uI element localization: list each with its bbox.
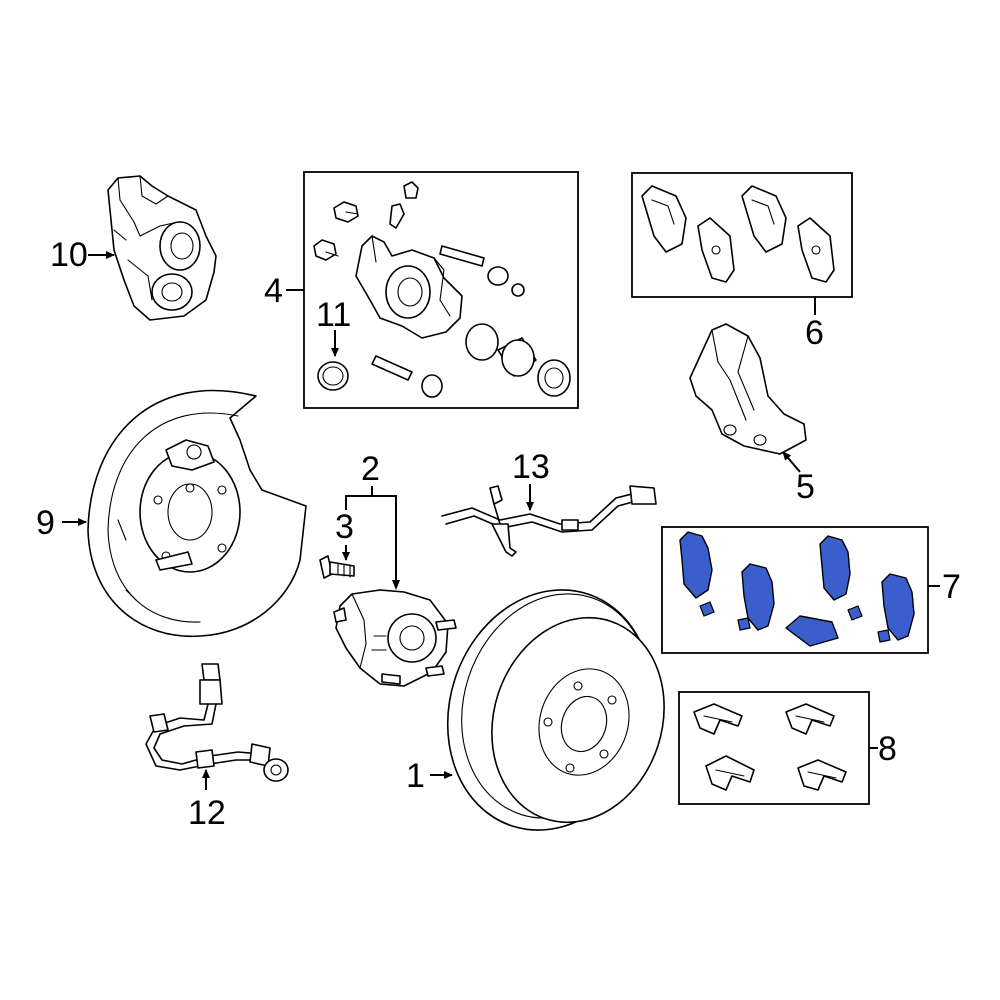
callout-12: 12 (188, 794, 226, 832)
callout-6: 6 (805, 314, 824, 352)
part-2-hub[interactable] (333, 589, 457, 687)
pad-kit-clips (699, 601, 891, 643)
part-6-pads-box[interactable] (631, 172, 853, 298)
callout-9: 9 (36, 504, 55, 542)
part-12-hose[interactable] (145, 663, 289, 782)
callout-5: 5 (796, 468, 815, 506)
part-8-hardware-box[interactable] (678, 691, 870, 805)
part-10-actuator[interactable] (107, 175, 217, 321)
part-9-backing-plate[interactable] (87, 389, 307, 637)
leader-lines (62, 251, 940, 790)
callout-10: 10 (50, 236, 88, 274)
part-3-hub-bolt[interactable] (319, 555, 355, 579)
part-5-bracket[interactable] (689, 323, 807, 455)
callout-labels: 10 4 11 6 5 13 2 3 9 7 8 1 12 (36, 236, 961, 832)
callout-4: 4 (264, 272, 283, 310)
highlighted-pads (679, 531, 915, 647)
callout-8: 8 (878, 730, 897, 768)
part-4-caliper-box[interactable] (303, 171, 579, 409)
part-1-rotor[interactable] (417, 563, 690, 857)
callout-7: 7 (942, 568, 961, 606)
callout-11: 11 (316, 296, 351, 334)
part-7-pad-kit-box[interactable] (661, 526, 929, 654)
callout-2: 2 (361, 450, 380, 488)
callout-1: 1 (406, 757, 425, 795)
part-13-harness[interactable] (441, 485, 657, 557)
callout-13: 13 (512, 448, 550, 486)
callout-3: 3 (335, 508, 354, 546)
